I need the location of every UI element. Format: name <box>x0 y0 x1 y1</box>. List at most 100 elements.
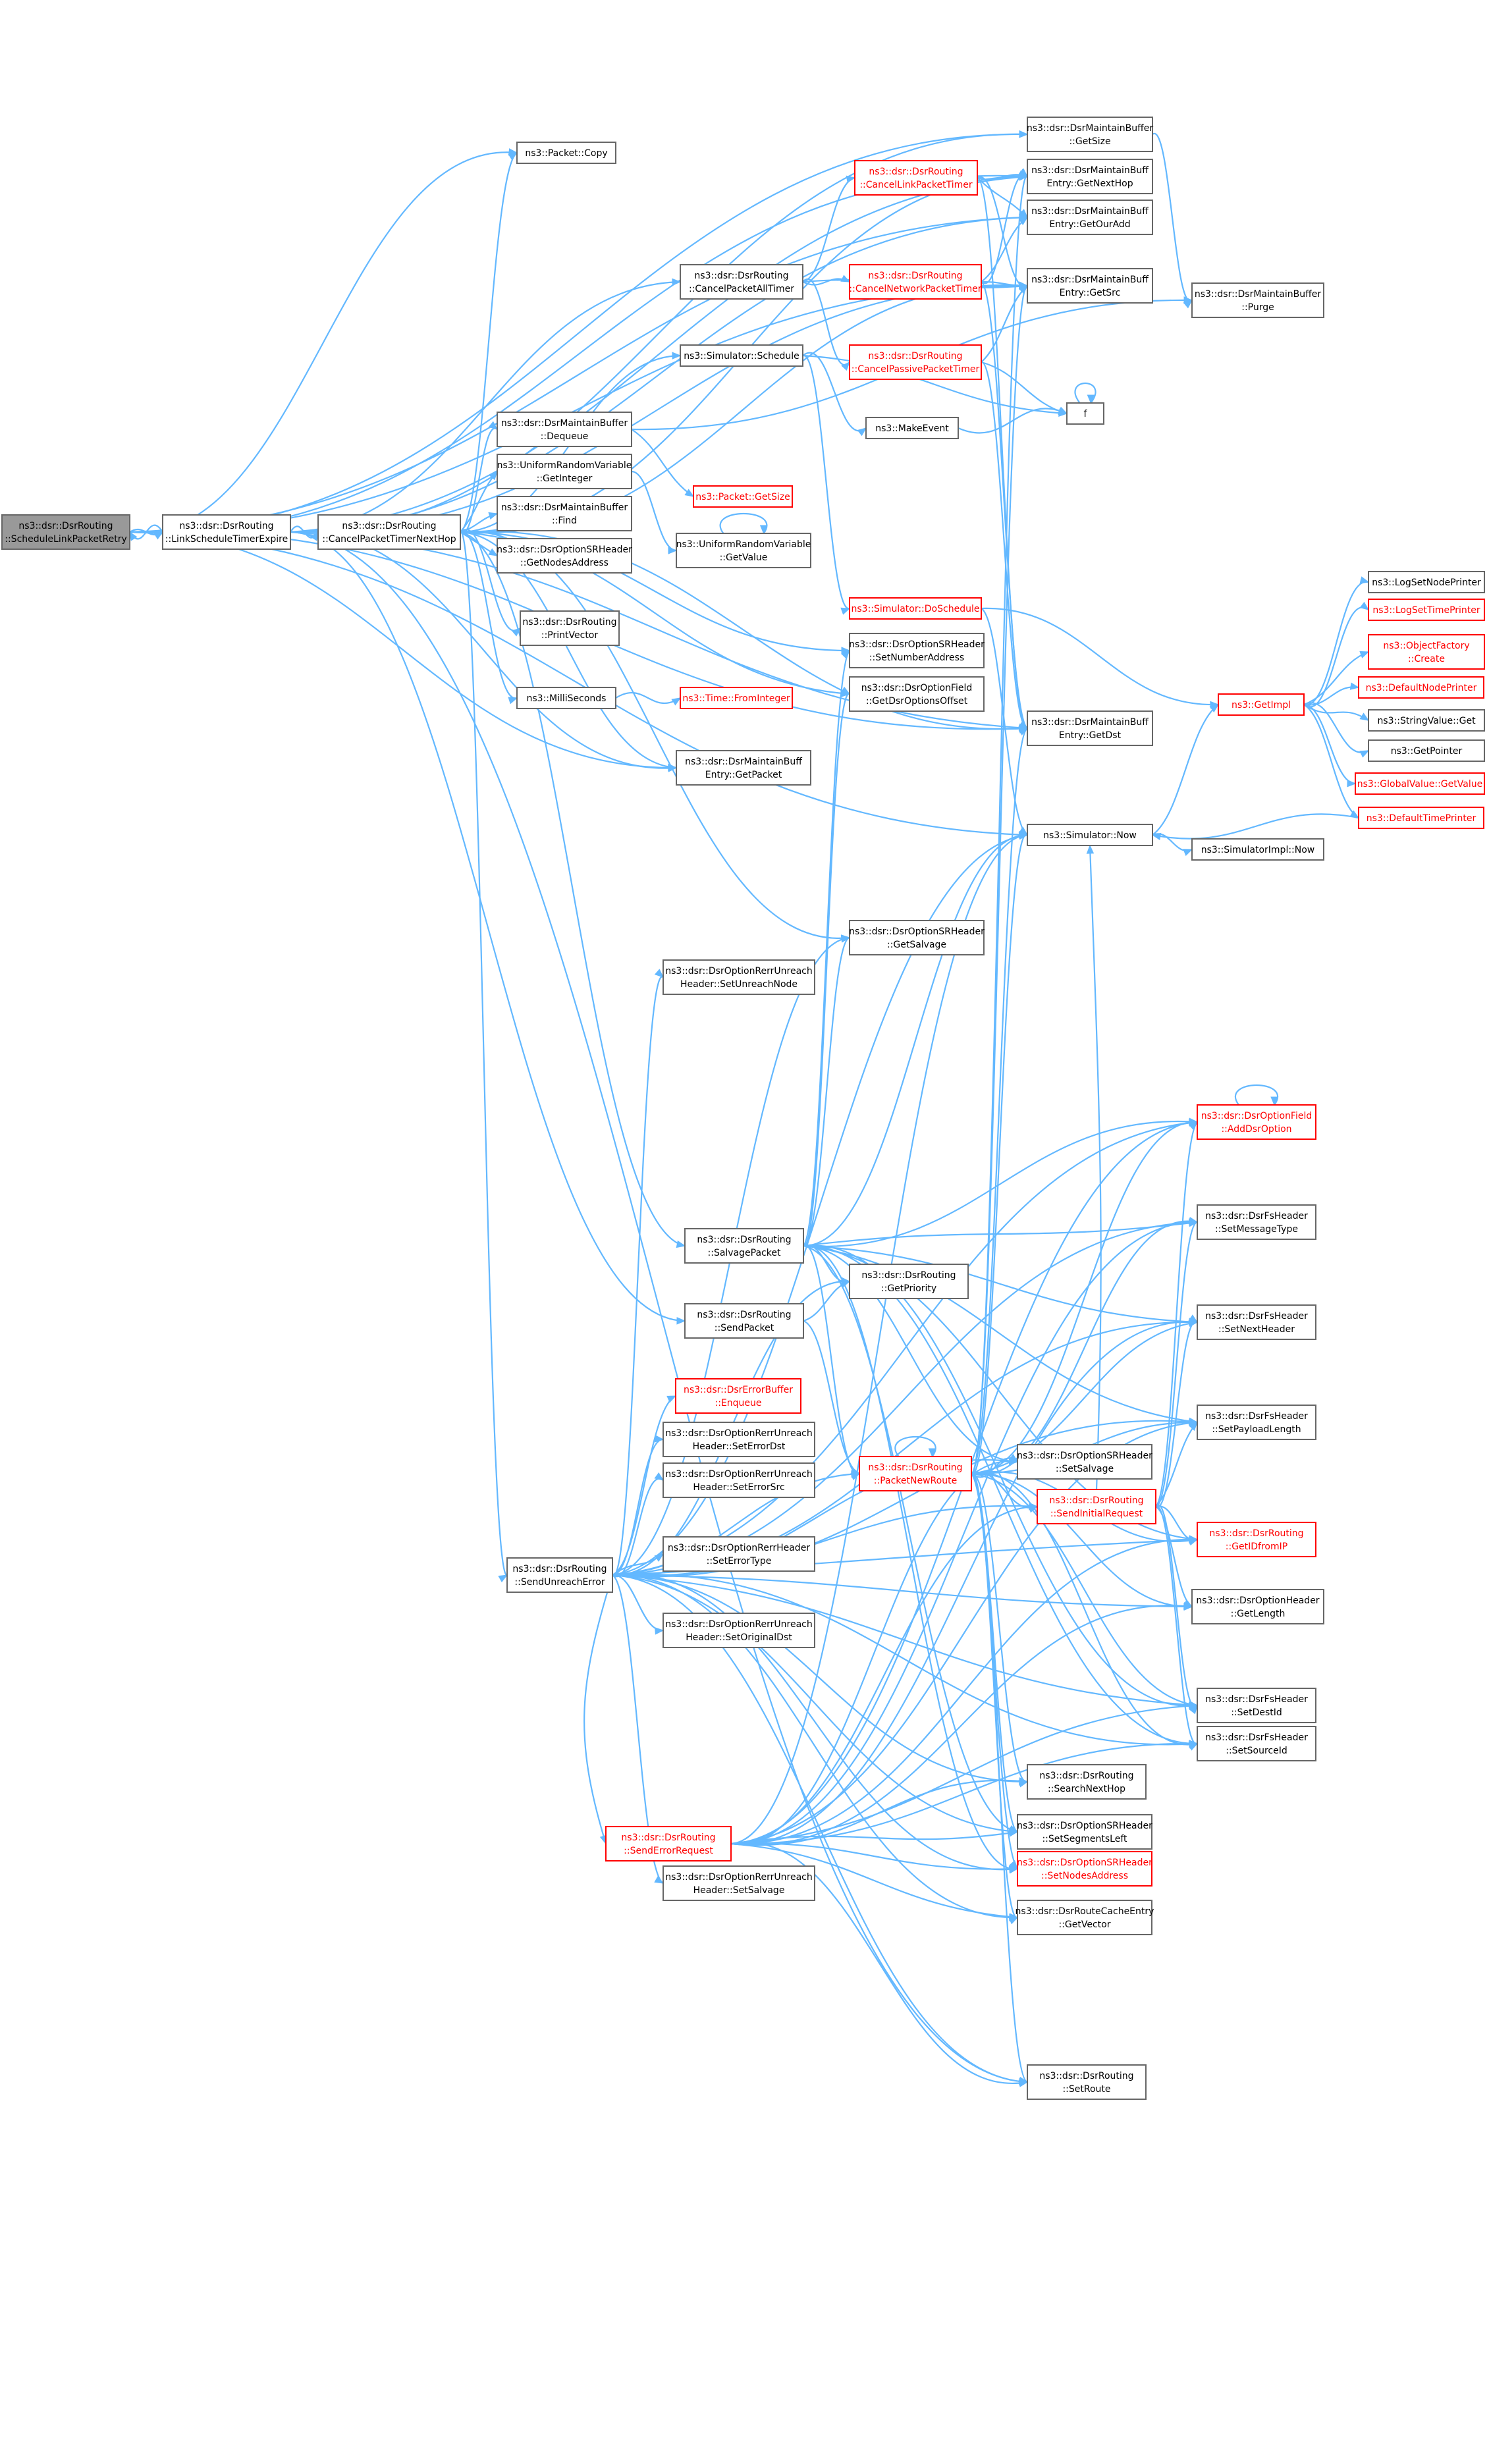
node-cancellink[interactable]: ns3::dsr::DsrRouting::CancelLinkPacketTi… <box>854 160 978 196</box>
node-sendinitreq[interactable]: ns3::dsr::DsrRouting::SendInitialRequest <box>1037 1489 1156 1524</box>
node-strvalueget[interactable]: ns3::StringValue::Get <box>1368 709 1485 732</box>
node-fromint[interactable]: ns3::Time::FromInteger <box>680 687 793 709</box>
call-edge-senderrreq-to-setsegleft <box>730 1829 1019 1845</box>
node-label-line1: ns3::dsr::DsrRouting <box>868 271 962 281</box>
call-edge-schedule2-to-doschedule <box>802 354 851 615</box>
node-dequeue[interactable]: ns3::dsr::DsrMaintainBuffer::Dequeue <box>497 412 632 447</box>
node-box <box>663 1422 815 1457</box>
call-edge-cancelall-to-cancellink <box>802 175 856 283</box>
node-pktcopy[interactable]: ns3::Packet::Copy <box>516 142 616 164</box>
node-defnodeprinter[interactable]: ns3::DefaultNodePrinter <box>1358 676 1484 699</box>
node-senderrreq[interactable]: ns3::dsr::DsrRouting::SendErrorRequest <box>605 1826 732 1861</box>
node-label-line2: ::GetPriority <box>881 1283 936 1294</box>
node-getlength[interactable]: ns3::dsr::DsrOptionHeader::GetLength <box>1191 1589 1324 1624</box>
node-box <box>849 676 985 712</box>
node-errbufenq[interactable]: ns3::dsr::DsrErrorBuffer::Enqueue <box>675 1378 801 1414</box>
node-getnodes[interactable]: ns3::dsr::DsrOptionSRHeader::GetNodesAdd… <box>497 538 632 574</box>
node-setmsgtype[interactable]: ns3::dsr::DsrFsHeader::SetMessageType <box>1197 1204 1316 1240</box>
node-ffunc[interactable]: f <box>1066 402 1104 425</box>
node-getinteger[interactable]: ns3::UniformRandomVariable::GetInteger <box>497 454 632 489</box>
node-setsalvageunr[interactable]: ns3::dsr::DsrOptionRerrUnreachHeader::Se… <box>663 1865 815 1901</box>
node-label-line2: Header::SetErrorSrc <box>693 1482 784 1493</box>
node-linksched[interactable]: ns3::dsr::DsrRouting::LinkScheduleTimerE… <box>162 514 291 550</box>
node-getpointer[interactable]: ns3::GetPointer <box>1368 739 1485 762</box>
node-cancelall[interactable]: ns3::dsr::DsrRouting::CancelPacketAllTim… <box>680 264 803 300</box>
node-setnodesaddr[interactable]: ns3::dsr::DsrOptionSRHeader::SetNodesAdd… <box>1017 1851 1152 1887</box>
node-globalget[interactable]: ns3::GlobalValue::GetValue <box>1355 772 1485 795</box>
node-label-line2: ::GetVector <box>1059 1919 1111 1930</box>
node-label: ns3::MakeEvent <box>875 423 949 434</box>
call-edge-ffunc-to-ffunc <box>1074 382 1096 404</box>
node-logsettime[interactable]: ns3::LogSetTimePrinter <box>1368 599 1485 621</box>
node-makeevent[interactable]: ns3::MakeEvent <box>865 417 959 439</box>
node-setnumber[interactable]: ns3::dsr::DsrOptionSRHeader::SetNumberAd… <box>849 633 985 668</box>
node-getsalvage[interactable]: ns3::dsr::DsrOptionSRHeader::GetSalvage <box>849 920 985 955</box>
node-setdestid[interactable]: ns3::dsr::DsrFsHeader::SetDestId <box>1197 1688 1316 1723</box>
node-getnexthop[interactable]: ns3::dsr::DsrMaintainBuffEntry::GetNextH… <box>1027 159 1153 194</box>
node-seterrdst[interactable]: ns3::dsr::DsrOptionRerrUnreachHeader::Se… <box>663 1422 815 1457</box>
node-box <box>497 412 632 447</box>
node-setorigdst[interactable]: ns3::dsr::DsrOptionRerrUnreachHeader::Se… <box>663 1613 815 1648</box>
node-box <box>849 920 985 955</box>
node-box <box>1027 200 1153 235</box>
node-label-line1: ns3::dsr::DsrOptionSRHeader <box>1017 1821 1152 1831</box>
node-setnexthdr[interactable]: ns3::dsr::DsrFsHeader::SetNextHeader <box>1197 1304 1316 1340</box>
node-label: ns3::Time::FromInteger <box>682 693 790 704</box>
node-getsize[interactable]: ns3::dsr::DsrMaintainBuffer::GetSize <box>1027 117 1153 152</box>
node-pktnewroute[interactable]: ns3::dsr::DsrRouting::PacketNewRoute <box>859 1456 972 1491</box>
node-getvalue[interactable]: ns3::UniformRandomVariable::GetValue <box>676 533 811 568</box>
node-setsourceid[interactable]: ns3::dsr::DsrFsHeader::SetSourceId <box>1197 1726 1316 1761</box>
call-edge-sendpacket-to-getpriority <box>803 1280 851 1322</box>
node-getpriority[interactable]: ns3::dsr::DsrRouting::GetPriority <box>849 1264 969 1299</box>
node-setsegleft[interactable]: ns3::dsr::DsrOptionSRHeader::SetSegments… <box>1017 1814 1152 1850</box>
node-getvector[interactable]: ns3::dsr::DsrRouteCacheEntry::GetVector <box>1015 1900 1154 1935</box>
node-logsetnode[interactable]: ns3::LogSetNodePrinter <box>1368 571 1485 593</box>
node-simimplnow[interactable]: ns3::SimulatorImpl::Now <box>1191 838 1324 861</box>
call-edge-senderrreq-to-getlength <box>730 1602 1193 1846</box>
node-getpacket[interactable]: ns3::dsr::DsrMaintainBuffEntry::GetPacke… <box>676 750 811 786</box>
node-schedule2[interactable]: ns3::Simulator::Schedule <box>680 344 803 367</box>
node-setunreachnode[interactable]: ns3::dsr::DsrOptionRerrUnreachHeader::Se… <box>663 959 815 995</box>
node-printvector[interactable]: ns3::dsr::DsrRouting::PrintVector <box>520 610 620 646</box>
call-edge-cancelnexthop-to-getsalvage <box>460 531 851 943</box>
node-sendpacket[interactable]: ns3::dsr::DsrRouting::SendPacket <box>684 1303 804 1339</box>
node-objfactory[interactable]: ns3::ObjectFactory::Create <box>1368 634 1485 670</box>
node-label-line2: ::SetDestId <box>1231 1707 1282 1718</box>
node-cancelnexthop[interactable]: ns3::dsr::DsrRouting::CancelPacketTimerN… <box>317 514 461 550</box>
node-adddsropt[interactable]: ns3::dsr::DsrOptionField::AddDsrOption <box>1197 1104 1316 1140</box>
call-edge-pktnewroute-to-pktnewroute <box>894 1436 936 1458</box>
node-seterrsrc[interactable]: ns3::dsr::DsrOptionRerrUnreachHeader::Se… <box>663 1462 815 1498</box>
node-getimpl[interactable]: ns3::GetImpl <box>1218 693 1305 716</box>
call-edge-getimpl-to-defnodeprinter <box>1303 682 1360 706</box>
node-seterrtype[interactable]: ns3::dsr::DsrOptionRerrHeader::SetErrorT… <box>663 1536 815 1572</box>
node-cancelpass[interactable]: ns3::dsr::DsrRouting::CancelPassivePacke… <box>849 344 982 380</box>
node-getidfromip[interactable]: ns3::dsr::DsrRouting::GetIDfromIP <box>1197 1522 1316 1557</box>
node-sendunreach[interactable]: ns3::dsr::DsrRouting::SendUnreachError <box>506 1557 613 1593</box>
node-salvagepkt[interactable]: ns3::dsr::DsrRouting::SalvagePacket <box>684 1228 804 1264</box>
node-box <box>859 1456 972 1491</box>
node-setpayload[interactable]: ns3::dsr::DsrFsHeader::SetPayloadLength <box>1197 1405 1316 1440</box>
node-purge[interactable]: ns3::dsr::DsrMaintainBuffer::Purge <box>1191 282 1324 318</box>
node-pktgetsize[interactable]: ns3::Packet::GetSize <box>693 485 793 508</box>
node-doschedule[interactable]: ns3::Simulator::DoSchedule <box>849 597 982 620</box>
call-edge-cancellink-to-getdst <box>977 176 1029 731</box>
node-label-line1: ns3::dsr::DsrRouting <box>1039 1771 1133 1781</box>
node-cancelnet[interactable]: ns3::dsr::DsrRouting::CancelNetworkPacke… <box>849 264 982 300</box>
node-setsalvagesr[interactable]: ns3::dsr::DsrOptionSRHeader::SetSalvage <box>1017 1444 1152 1480</box>
node-label-line1: ns3::dsr::DsrMaintainBuffer <box>501 418 628 429</box>
node-label: f <box>1084 409 1088 419</box>
node-milli[interactable]: ns3::MilliSeconds <box>516 687 616 709</box>
node-getopts[interactable]: ns3::dsr::DsrOptionField::GetDsrOptionsO… <box>849 676 985 712</box>
node-setroute[interactable]: ns3::dsr::DsrRouting::SetRoute <box>1027 2064 1147 2100</box>
node-searchnext[interactable]: ns3::dsr::DsrRouting::SearchNextHop <box>1027 1764 1147 1800</box>
node-simnow[interactable]: ns3::Simulator::Now <box>1027 824 1153 846</box>
node-deftimeprinter[interactable]: ns3::DefaultTimePrinter <box>1358 807 1484 829</box>
node-label: ns3::LogSetTimePrinter <box>1372 605 1480 616</box>
node-getouradd[interactable]: ns3::dsr::DsrMaintainBuffEntry::GetOurAd… <box>1027 200 1153 235</box>
node-label-line1: ns3::dsr::DsrOptionRerrUnreach <box>665 1872 813 1883</box>
node-label-line1: ns3::dsr::DsrMaintainBuffer <box>501 502 628 513</box>
node-label-line2: ::SetNumberAddress <box>869 653 964 663</box>
node-find[interactable]: ns3::dsr::DsrMaintainBuffer::Find <box>497 496 632 531</box>
